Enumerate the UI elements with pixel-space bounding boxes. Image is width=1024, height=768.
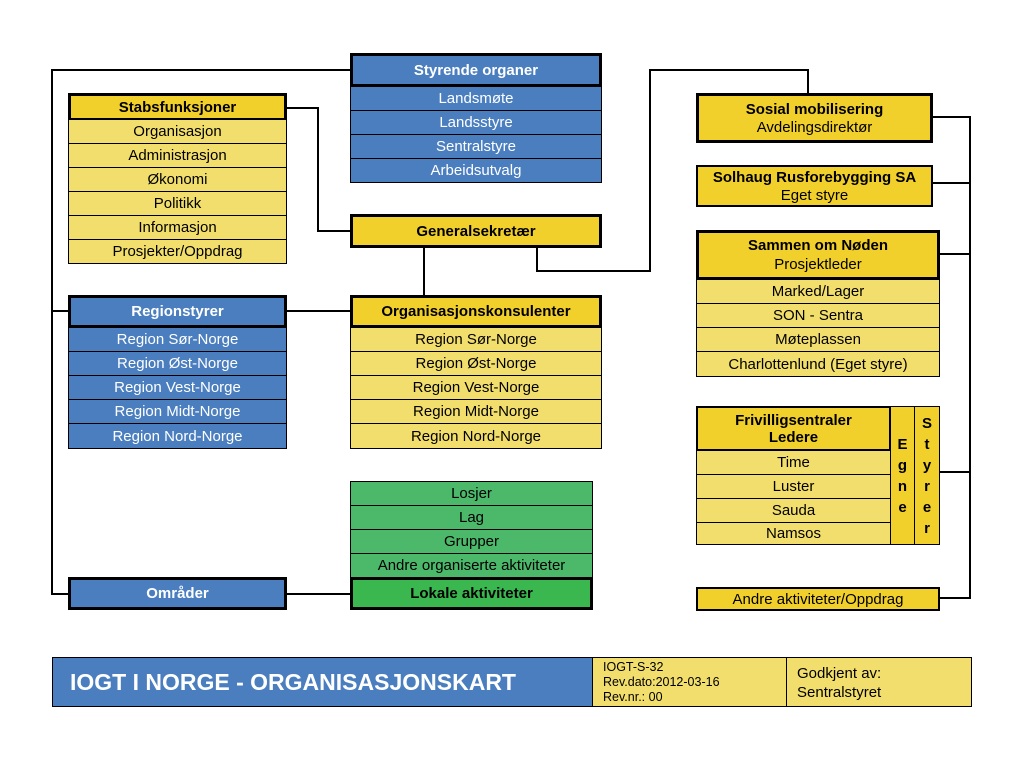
lokale-item: Grupper xyxy=(350,529,593,554)
styrer-label: S t y r e r xyxy=(914,406,940,545)
stabs-item: Administrasjon xyxy=(68,143,287,168)
styrende-organer-header: Styrende organer xyxy=(350,53,602,87)
egne-label: E g n e xyxy=(890,406,915,545)
stabs-item: Prosjekter/Oppdrag xyxy=(68,239,287,264)
footer-title: IOGT I NORGE - ORGANISASJONSKART xyxy=(70,668,516,695)
styrende-item: Landsmøte xyxy=(350,86,602,111)
lokale-aktiviteter-header: Lokale aktiviteter xyxy=(350,577,593,610)
solhaug-title: Solhaug Rusforebygging SA xyxy=(712,168,917,186)
egne-letter: g xyxy=(897,456,908,474)
footer-title-bar: IOGT I NORGE - ORGANISASJONSKART xyxy=(52,657,593,707)
konsulenter-item: Region Midt-Norge xyxy=(350,399,602,424)
stabs-item: Politikk xyxy=(68,191,287,216)
egne-letter: n xyxy=(897,477,908,495)
footer-approval: Godkjent av: Sentralstyret xyxy=(786,657,972,707)
frivilligsentraler-header: Frivilligsentraler Ledere xyxy=(696,406,891,451)
solhaug-box: Solhaug Rusforebygging SA Eget styre xyxy=(696,165,933,207)
sammen-item: Charlottenlund (Eget styre) xyxy=(696,351,940,377)
sammen-subtitle: Prosjektleder xyxy=(774,256,862,273)
sosial-subtitle: Avdelingsdirektør xyxy=(756,118,873,136)
styrer-letter: S xyxy=(921,414,932,432)
styrende-item: Arbeidsutvalg xyxy=(350,158,602,183)
footer-doc-info: IOGT-S-32 Rev.dato:2012-03-16 Rev.nr.: 0… xyxy=(592,657,787,707)
styrende-item: Landsstyre xyxy=(350,110,602,135)
konsulenter-item: Region Nord-Norge xyxy=(350,423,602,449)
sammen-item: Marked/Lager xyxy=(696,279,940,304)
regionstyrer-item: Region Nord-Norge xyxy=(68,423,287,449)
frivillig-item: Namsos xyxy=(696,522,891,545)
stabs-item: Økonomi xyxy=(68,167,287,192)
styrer-letter: t xyxy=(924,435,930,453)
frivillig-item: Sauda xyxy=(696,498,891,523)
regionstyrer-header: Regionstyrer xyxy=(68,295,287,328)
regionstyrer-item: Region Midt-Norge xyxy=(68,399,287,424)
andre-aktiviteter-box: Andre aktiviteter/Oppdrag xyxy=(696,587,940,611)
egne-letter: e xyxy=(898,498,907,516)
organisasjonskonsulenter-header: Organisasjonskonsulenter xyxy=(350,295,602,328)
styrer-letter: e xyxy=(922,498,932,516)
sosial-mobilisering-box: Sosial mobilisering Avdelingsdirektør xyxy=(696,93,933,143)
frivillig-subtitle: Ledere xyxy=(768,428,819,446)
sammen-item: SON - Sentra xyxy=(696,303,940,328)
styrer-letter: r xyxy=(924,519,930,537)
footer-rev-date: Rev.dato:2012-03-16 xyxy=(603,675,720,689)
styrende-item: Sentralstyre xyxy=(350,134,602,159)
sammen-item: Møteplassen xyxy=(696,327,940,352)
konsulenter-item: Region Sør-Norge xyxy=(350,327,602,352)
regionstyrer-item: Region Øst-Norge xyxy=(68,351,287,376)
omrader-box: Områder xyxy=(68,577,287,610)
footer-rev-nr: Rev.nr.: 00 xyxy=(603,690,663,704)
styrer-letter: r xyxy=(924,477,930,495)
footer-approved-by: Sentralstyret xyxy=(797,684,882,701)
egne-letter: E xyxy=(897,435,908,453)
lokale-item: Lag xyxy=(350,505,593,530)
sammen-om-noden-header: Sammen om Nøden Prosjektleder xyxy=(696,230,940,280)
sosial-title: Sosial mobilisering xyxy=(745,100,884,118)
frivillig-title: Frivilligsentraler xyxy=(735,411,852,429)
regionstyrer-item: Region Vest-Norge xyxy=(68,375,287,400)
sammen-title: Sammen om Nøden xyxy=(747,237,889,254)
footer-approved-label: Godkjent av: xyxy=(797,665,882,682)
lokale-item: Losjer xyxy=(350,481,593,506)
generalsekretaer-box: Generalsekretær xyxy=(350,214,602,248)
frivillig-item: Luster xyxy=(696,474,891,499)
solhaug-subtitle: Eget styre xyxy=(780,186,849,204)
footer-doc-id: IOGT-S-32 xyxy=(603,660,664,674)
frivillig-item: Time xyxy=(696,450,891,475)
stabs-item: Informasjon xyxy=(68,215,287,240)
styrer-letter: y xyxy=(922,456,932,474)
konsulenter-item: Region Vest-Norge xyxy=(350,375,602,400)
regionstyrer-item: Region Sør-Norge xyxy=(68,327,287,352)
konsulenter-item: Region Øst-Norge xyxy=(350,351,602,376)
lokale-item: Andre organiserte aktiviteter xyxy=(350,553,593,578)
stabsfunksjoner-header: Stabsfunksjoner xyxy=(68,93,287,121)
stabs-item: Organisasjon xyxy=(68,119,287,144)
